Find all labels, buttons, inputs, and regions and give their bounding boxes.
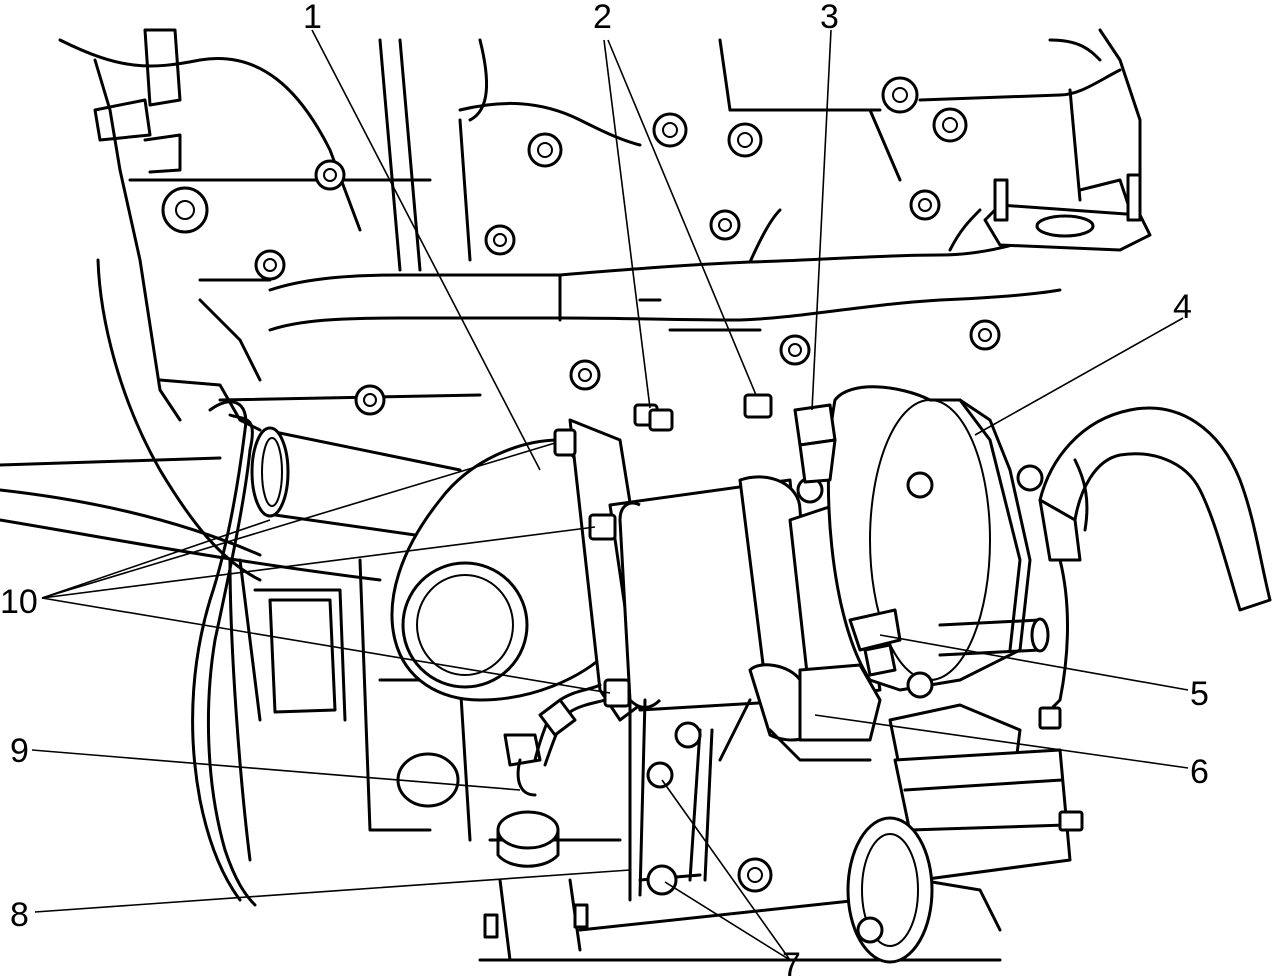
callout-9: 9 — [10, 732, 29, 770]
callout-2: 2 — [593, 0, 612, 36]
leader-10b — [41, 442, 556, 599]
leader-3 — [811, 29, 832, 411]
leader-1 — [311, 29, 541, 471]
callout-5: 5 — [1190, 675, 1209, 713]
callout-8: 8 — [10, 896, 29, 934]
turbocharger — [390, 385, 1050, 762]
callout-6: 6 — [1190, 753, 1209, 791]
callout-10: 10 — [0, 583, 38, 621]
leader-10d — [41, 597, 611, 694]
leader-7b — [664, 881, 791, 961]
callout-3: 3 — [820, 0, 839, 36]
leader-5 — [879, 634, 1189, 691]
callout-4: 4 — [1173, 288, 1192, 326]
leader-2a — [603, 39, 651, 409]
leader-10c — [41, 526, 596, 599]
manifold-bolts — [161, 76, 1001, 432]
exhaust-outlet — [737, 703, 1084, 964]
leader-10a — [41, 519, 271, 599]
leader-4 — [974, 317, 1184, 436]
leader-7a — [661, 779, 791, 961]
leader-lines — [31, 29, 1189, 961]
compressor-outlet-hose — [1038, 406, 1272, 722]
callout-1: 1 — [303, 0, 322, 36]
callout-labels: 1 2 3 4 5 6 7 8 9 10 — [0, 0, 1209, 980]
hoses-left — [0, 258, 462, 907]
leader-2b — [607, 39, 757, 396]
leader-6 — [814, 714, 1189, 769]
leader-8 — [34, 869, 631, 913]
oil-return-and-bracket — [503, 683, 752, 902]
leader-9 — [31, 749, 521, 791]
callout-7: 7 — [782, 946, 801, 980]
